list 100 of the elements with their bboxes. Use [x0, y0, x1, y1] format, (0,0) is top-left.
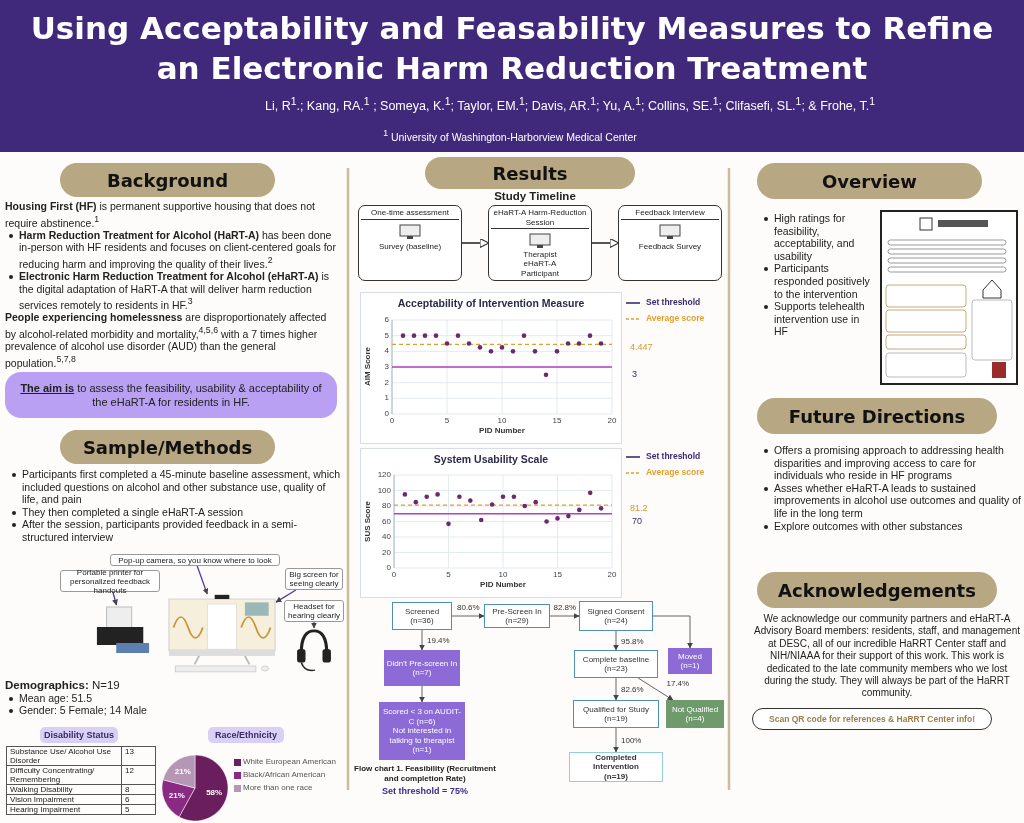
tick-label: 6 [383, 315, 389, 324]
table-cell: 12 [121, 765, 156, 785]
section-banner [60, 163, 275, 197]
aim-panel [5, 372, 337, 418]
step-text: Screened [404, 606, 440, 616]
note-pill [752, 708, 992, 730]
step-text: Qualified for Study [583, 704, 649, 714]
tick-label: 80 [381, 501, 391, 510]
step-text: Signed Consent [587, 606, 645, 616]
tick-label: 10 [497, 570, 509, 579]
tick-label: 2 [383, 377, 389, 387]
tick-label: 5 [445, 570, 452, 579]
step-text: Moved [678, 651, 702, 661]
bullet-text: Asses whether eHaRT-A leads to sustained improvements in alcohol use outcomes and quality of life in the long term [774, 481, 1022, 520]
tick-label: 10 [496, 416, 508, 425]
author-list: Li, R$^{1}$.; Kang, RA.$^{1}$ ; Someya, K.$^{1}$; Taylor, EM.$^{1}$; Davis, AR.$^{1}$; Yu, A.$^{1}$; Collins, SE.$^{1}$; Clifasefi, SL.$^{1}$; & Frohe, T.$^{1}$ [160, 96, 980, 114]
threshold-value: 3 [632, 369, 638, 379]
step-text: (n=1) [680, 661, 700, 671]
card-caption: Feedback Survey [638, 241, 702, 251]
edge-label: 82.6% [620, 685, 645, 694]
slice-percentage: 21% [168, 790, 185, 800]
legend-label: Average score [646, 467, 705, 477]
bullet-text: Electronic Harm Reduction Treatment for Alcohol (eHaRT-A) is the digital adaptation of HaRT-A that will deliver harm reduction services remotely to residents in HF.$^{3}$ [19, 269, 330, 312]
note-text: Scan QR code for references & HaRRT Center info! [769, 714, 975, 724]
section-banner [757, 398, 997, 434]
axis-title: AIM Score [362, 345, 372, 389]
step-text: Complete baseline [582, 654, 650, 664]
tick-label: 5 [383, 330, 389, 340]
section-subtitle: Study Timeline [493, 190, 577, 202]
section-banner [60, 430, 275, 464]
card-heading: eHaRT-A Harm-Reduction Session [491, 208, 589, 229]
body-text: People experiencing homelessness are disproportionately affected by alcohol-related morbidity and mortality,$^{4,5,6}$ with a 7 times higher prevalence of alcohol use disorder (AUD) than the general population.$^{5,7,8}$ [5, 311, 328, 369]
legend-label: White European American [243, 757, 336, 766]
step-text: (n=23) [604, 664, 628, 674]
tick-label: 20 [606, 416, 618, 425]
tick-label: 120 [376, 470, 391, 479]
arrow [591, 237, 620, 249]
bullet-text: They then completed a single eHaRT-A session [22, 505, 244, 519]
slice-percentage: 58% [206, 787, 223, 797]
table-cell: Substance Use/ Alcohol Use Disorder [6, 746, 122, 766]
tick-label: 4 [383, 346, 389, 356]
flowchart-step [392, 602, 452, 630]
legend-label: Set threshold [646, 451, 701, 461]
edge-label: 80.6% [456, 603, 481, 612]
subheading-text: Disability Status [44, 730, 114, 740]
step-text: Not interested in talking to therapist (n=1) [388, 726, 456, 755]
card-caption: Therapist [523, 249, 557, 259]
bullet-text: Participants responded positively to the intervention [774, 262, 871, 301]
leader-line [196, 565, 209, 595]
legend-label: Set threshold [646, 297, 701, 307]
tick-label: 3 [383, 362, 389, 371]
flowchart-step [573, 700, 659, 728]
callout-box [110, 554, 280, 566]
bullet-text: Participants first completed a 45-minute baseline assessment, which included questions on alcohol and other substance use, quality of life, and pain [22, 468, 342, 506]
edge-label: 17.4% [665, 679, 691, 688]
tick-label: 100 [376, 485, 391, 495]
leader-line [275, 589, 297, 603]
callout-text: Portable printer for personalized feedback handouts [68, 567, 152, 595]
step-text: Completed Intervention [592, 752, 640, 772]
poster-title: Using Acceptability and Feasability Measures to Refine an Electronic Harm Reduction Treatment [30, 9, 994, 88]
bullet-text: Supports telehealth intervention use in HF [774, 300, 866, 338]
edge-label: 19.4% [426, 636, 451, 645]
tick-label: 20 [381, 547, 391, 557]
tick-label: 20 [606, 570, 618, 579]
step-text: (n=4) [685, 714, 705, 724]
card-heading: Feedback Interview [621, 208, 719, 220]
timeline-card [358, 205, 462, 281]
exclusion-step [666, 700, 724, 728]
flowchart-step [484, 604, 550, 628]
tick-label: 40 [381, 532, 391, 541]
chart-title: Acceptability of Intervention Measure [396, 297, 586, 309]
step-text: Not Qualified [671, 704, 719, 714]
table-cell: Walking Disability [6, 784, 122, 795]
section-heading: Results [492, 162, 568, 184]
table-cell: Hearing Impairment [6, 804, 122, 815]
leader-line [112, 591, 118, 606]
edge-label: 95.8% [620, 636, 645, 646]
callout-text: Headset for hearing clearly [287, 602, 341, 620]
step-text: Didn't Pre-screen In [386, 658, 458, 668]
body-text: Housing First (HF) is permanent supportive housing that does not require abstinence.$^{1}$ [5, 200, 316, 229]
step-text: Scored < 3 on AUDIT-C (n=6) [381, 707, 462, 727]
bullet-text: Gender: 5 Female; 14 Male [19, 704, 148, 717]
timeline-card [488, 205, 592, 281]
section-heading: Future Directions [788, 405, 966, 427]
exclusion-step [384, 650, 460, 686]
axis-title: PID Number [478, 426, 526, 435]
bullet-text: Explore outcomes with other substances [774, 519, 964, 533]
flowchart-step [579, 601, 653, 631]
exclusion-step [668, 648, 712, 674]
subheading-text: Race/Ethnicity [215, 730, 277, 740]
section-banner [757, 572, 997, 608]
legend-label: More than one race [243, 783, 313, 792]
tick-label: 0 [385, 563, 391, 572]
table-cell: 8 [121, 784, 156, 795]
flowchart-step [574, 650, 658, 678]
timeline-card [618, 205, 722, 281]
table-cell: 5 [121, 804, 156, 815]
card-caption: Survey (baseline) [378, 241, 442, 251]
exclusion-step [379, 702, 465, 760]
step-text: (n=7) [412, 668, 432, 678]
